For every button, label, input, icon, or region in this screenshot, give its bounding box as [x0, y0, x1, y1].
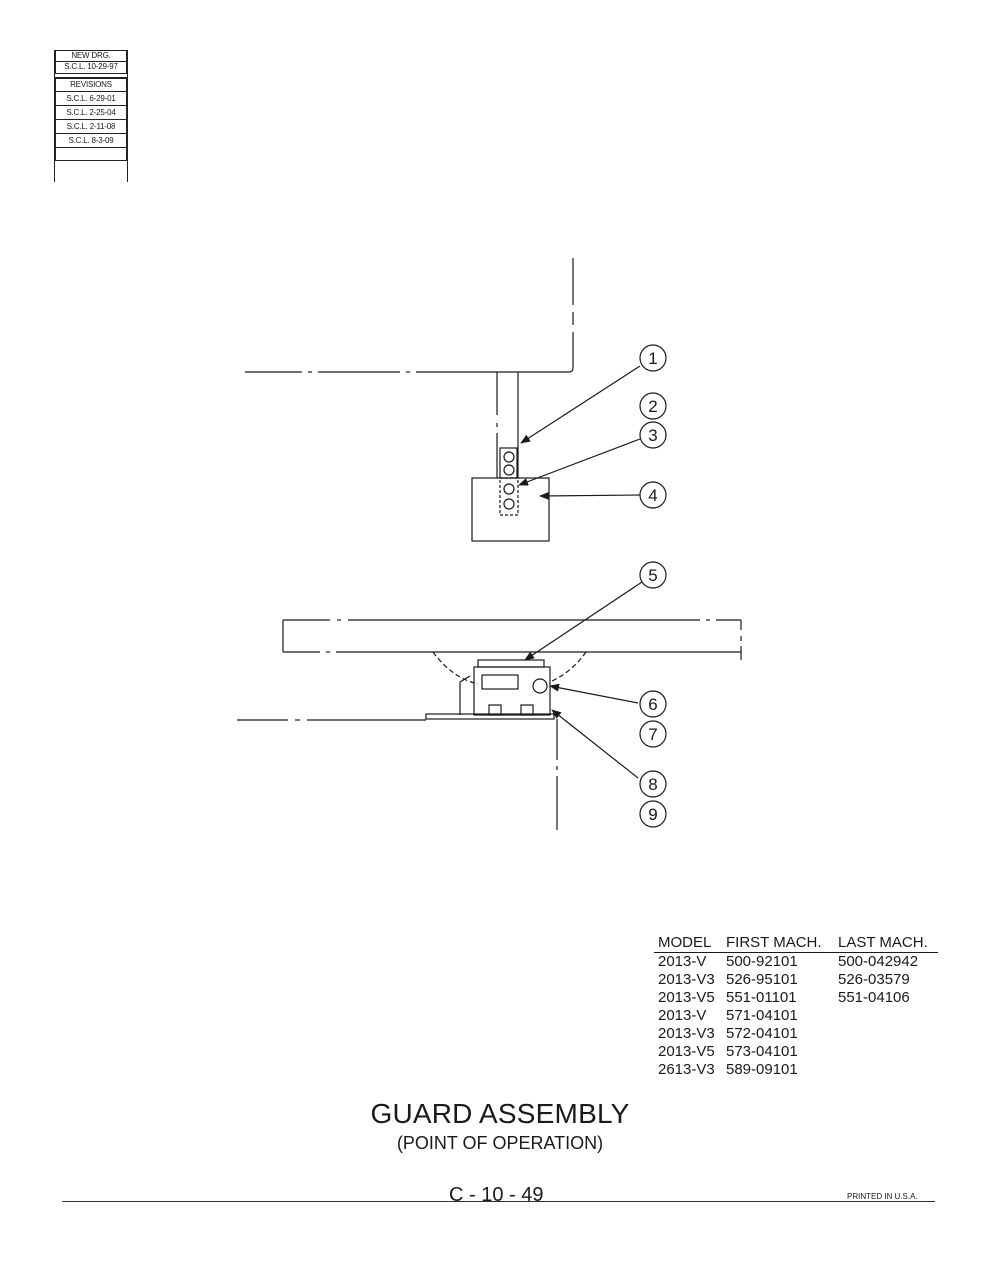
table-row: 2013-V3 572-04101 [654, 1025, 938, 1043]
drawing-title: GUARD ASSEMBLY [370, 1098, 630, 1129]
revision-spacer [55, 74, 127, 78]
callout-label: 9 [648, 805, 657, 824]
table-header: MODEL FIRST MACH. LAST MACH. [654, 934, 938, 953]
leader-6 [549, 683, 639, 704]
new-drawing-entry: S.C.L. 10-29-97 [55, 62, 127, 74]
table-row: 2013-V3 526-95101 526-03579 [654, 971, 938, 989]
leader-5 [524, 581, 643, 661]
table-cell: 2013-V [658, 953, 707, 970]
table-row: 2013-V 500-92101 500-042942 [654, 953, 938, 971]
lower-plate [282, 619, 742, 660]
table-cell: 571-04101 [726, 1007, 798, 1024]
table-cell: 551-04106 [838, 989, 910, 1006]
callout-label: 3 [648, 426, 657, 445]
swing-arc-right [549, 651, 587, 683]
mounting-post [496, 372, 519, 478]
table-row: 2013-V 571-04101 [654, 1007, 938, 1025]
callout-label: 7 [648, 725, 657, 744]
switch-foot-2 [520, 704, 534, 716]
table-row: 2013-V5 551-01101 551-04106 [654, 989, 938, 1007]
column-header: FIRST MACH. [726, 934, 822, 951]
revision-entry: S.C.L. 8-3-09 [55, 134, 127, 148]
table-cell: 2013-V3 [658, 1025, 715, 1042]
revision-entry: S.C.L. 6-29-01 [55, 92, 127, 106]
column-header: MODEL [658, 934, 712, 951]
table-row: 2613-V3 589-09101 [654, 1061, 938, 1079]
callout-label: 6 [648, 695, 657, 714]
callout-label: 1 [648, 349, 657, 368]
switch-foot-1 [488, 704, 502, 716]
callout-circle-7 [639, 720, 667, 748]
callout-circle-3 [639, 421, 667, 449]
callout-circle-4 [639, 481, 667, 509]
switch-housing [473, 666, 551, 716]
callout-circle-1 [639, 344, 667, 372]
callout-label: 8 [648, 775, 657, 794]
callout-circle-9 [639, 800, 667, 828]
new-drawing-label: NEW DRG. [55, 50, 127, 62]
upper-frame-outline [245, 258, 574, 373]
revisions-header: REVISIONS [55, 78, 127, 92]
table-row: 2013-V5 573-04101 [654, 1043, 938, 1061]
table-cell: 551-01101 [726, 989, 797, 1006]
table-cell: 526-03579 [838, 971, 910, 988]
leader-8 [551, 709, 639, 779]
revision-entry-blank [55, 148, 127, 161]
column-header: LAST MACH. [838, 934, 928, 951]
table-cell: 2613-V3 [658, 1061, 715, 1078]
drawing-subtitle: (POINT OF OPERATION) [396, 1133, 604, 1153]
callout-label: 4 [648, 486, 657, 505]
table-cell: 573-04101 [726, 1043, 798, 1060]
table-cell: 572-04101 [726, 1025, 798, 1042]
revision-block: NEW DRG. S.C.L. 10-29-97 REVISIONS S.C.L… [54, 50, 128, 182]
switch-cap [477, 659, 545, 668]
model-table: MODEL FIRST MACH. LAST MACH. 2013-V 500-… [654, 934, 938, 1079]
table-cell: 500-042942 [838, 953, 919, 970]
block-bolt-2 [503, 498, 515, 510]
table-cell: 2013-V5 [658, 989, 715, 1006]
side-bracket [459, 675, 471, 715]
table-cell: 500-92101 [726, 953, 798, 970]
swing-arc-left [432, 651, 479, 685]
leader-3 [518, 438, 641, 486]
callout-label: 2 [648, 397, 657, 416]
callout-circle-2 [639, 392, 667, 420]
callout-circle-6 [639, 690, 667, 718]
switch-knob [532, 678, 548, 694]
leader-4 [539, 491, 641, 500]
footer-rule [62, 1201, 935, 1202]
table-cell [838, 1007, 938, 1025]
table-cell [838, 1061, 938, 1079]
table-cell: 526-95101 [726, 971, 798, 988]
block-bolt-1 [503, 483, 515, 495]
table-cell: 2013-V3 [658, 971, 715, 988]
callout-circle-8 [639, 770, 667, 798]
page-number: C - 10 - 49 [449, 1184, 544, 1206]
revision-entry: S.C.L. 2-25-04 [55, 106, 127, 120]
table-cell: 2013-V [658, 1007, 707, 1024]
revision-entry: S.C.L. 2-11-08 [55, 120, 127, 134]
upper-bolt-2 [503, 464, 515, 476]
printed-note: PRINTED IN U.S.A. [847, 1192, 918, 1201]
switch-window [481, 674, 519, 690]
table-cell [838, 1025, 938, 1043]
table-cell [838, 1043, 938, 1061]
table-cell: 2013-V5 [658, 1043, 715, 1060]
leader-1 [520, 365, 641, 444]
callout-circle-5 [639, 561, 667, 589]
table-cell: 589-09101 [726, 1061, 798, 1078]
callout-label: 5 [648, 566, 657, 585]
hidden-bracket [499, 477, 519, 516]
upper-bolt-1 [503, 451, 515, 463]
guard-block [471, 477, 550, 542]
